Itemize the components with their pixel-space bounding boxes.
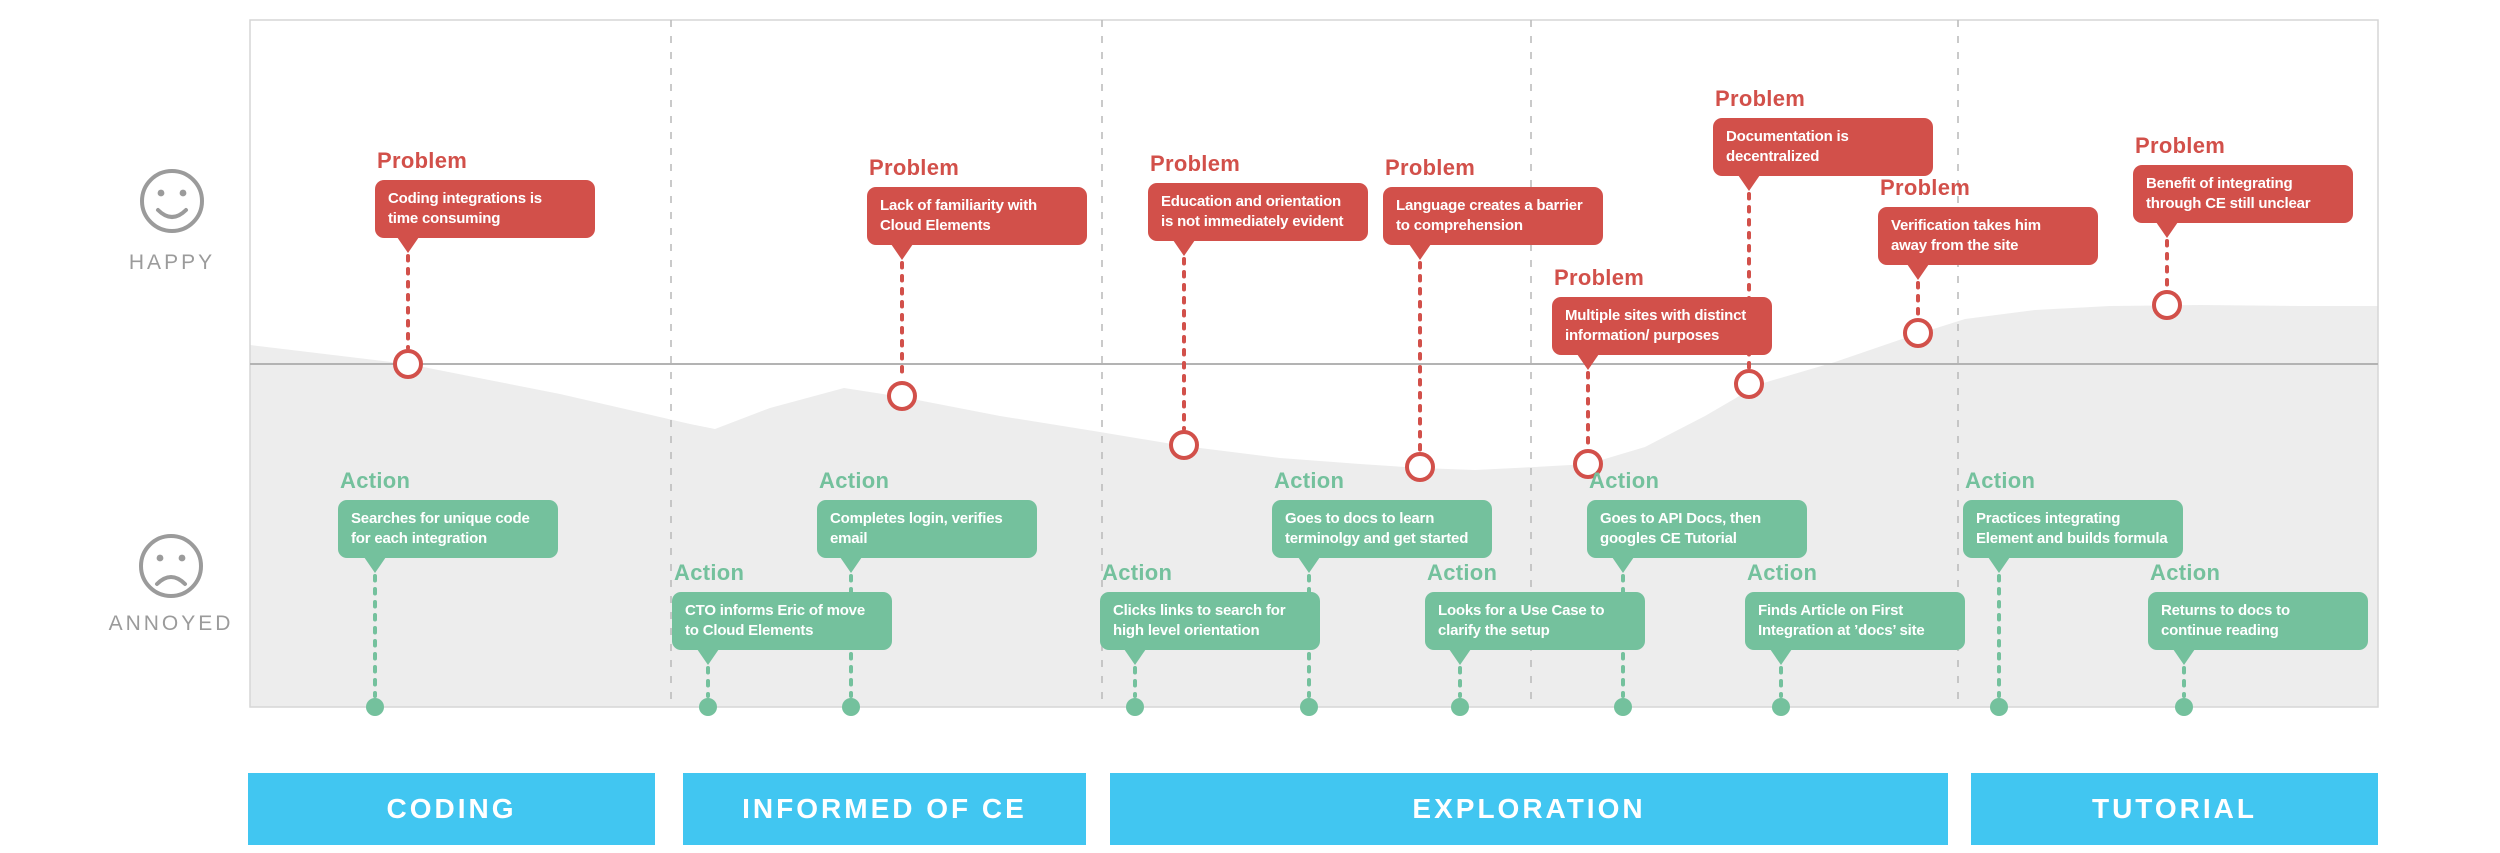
annoyed-face-icon [139,534,203,598]
problem-title: Problem [1385,155,1476,180]
action-bubble: Returns to docs to continue reading [2148,592,2368,665]
action-bubble: Looks for a Use Case to clarify the setu… [1425,592,1645,665]
action-title: Action [1589,468,1660,493]
action-bubble: Searches for unique code for each integr… [338,500,558,573]
phase-bar-informed-of-ce: INFORMED OF CE [683,773,1086,845]
action-title: Action [1427,560,1498,585]
timeline-dot [842,698,860,716]
happy-label: HAPPY [128,251,216,274]
phase-bar-exploration: EXPLORATION [1110,773,1948,845]
action-title: Action [2150,560,2221,585]
mood-circle [1903,318,1933,348]
mood-circle [1405,452,1435,482]
timeline-dot [366,698,384,716]
timeline-dot [1614,698,1632,716]
annoyed-label: ANNOYED [108,612,234,635]
action-bubble: Finds Article on First Integration at ’d… [1745,592,1965,665]
action-title: Action [674,560,745,585]
problem-bubble: Lack of familiarity with Cloud Elements [867,187,1087,260]
problem-bubble: Verification takes him away from the sit… [1878,207,2098,280]
problem-title: Problem [869,155,960,180]
mood-circle [1169,430,1199,460]
problem-bubble: Multiple sites with distinct information… [1552,297,1772,370]
timeline-dot [1300,698,1318,716]
problem-title: Problem [1150,151,1241,176]
action-title: Action [819,468,890,493]
timeline-dot [1772,698,1790,716]
mood-circle [393,349,423,379]
mood-circle [887,381,917,411]
problem-title: Problem [1880,175,1971,200]
problem-bubble: Benefit of integrating through CE still … [2133,165,2353,238]
problem-bubble: Coding integrations is time consuming [375,180,595,253]
timeline-dot [1451,698,1469,716]
action-bubble: Goes to docs to learn terminolgy and get… [1272,500,1492,573]
action-bubble: Completes login, verifies email [817,500,1037,573]
problem-title: Problem [1715,86,1806,111]
mood-circle [2152,290,2182,320]
problem-bubble: Documentation is decentralized [1713,118,1933,191]
action-bubble: Goes to API Docs, then googles CE Tutori… [1587,500,1807,573]
timeline-dot [1126,698,1144,716]
action-bubble: Clicks links to search for high level or… [1100,592,1320,665]
action-bubble: CTO informs Eric of move to Cloud Elemen… [672,592,892,665]
phase-bar-tutorial: TUTORIAL [1971,773,2378,845]
problem-title: Problem [377,148,468,173]
problem-title: Problem [1554,265,1645,290]
mood-circle [1734,369,1764,399]
timeline-dot [1990,698,2008,716]
timeline-dot [2175,698,2193,716]
problem-title: Problem [2135,133,2226,158]
action-title: Action [1102,560,1173,585]
timeline-dot [699,698,717,716]
action-title: Action [1274,468,1345,493]
action-title: Action [1965,468,2036,493]
problem-bubble: Language creates a barrier to comprehens… [1383,187,1603,260]
action-bubble: Practices integrating Element and builds… [1963,500,2183,573]
problem-bubble: Education and orientation is not immedia… [1148,183,1368,256]
action-title: Action [340,468,411,493]
action-title: Action [1747,560,1818,585]
phase-bar-coding: CODING [248,773,655,845]
mood-circle [1573,449,1603,479]
happy-face-icon [140,169,204,233]
